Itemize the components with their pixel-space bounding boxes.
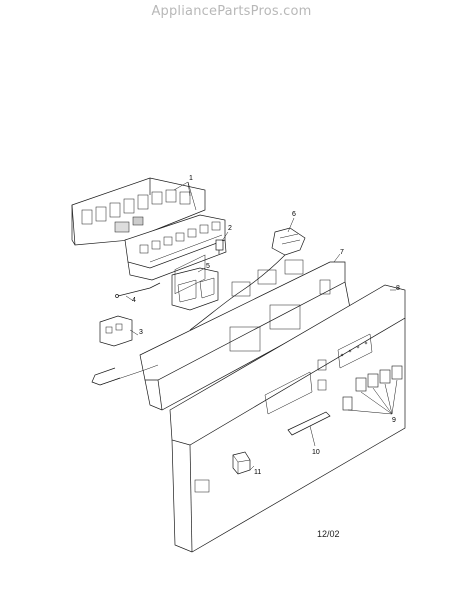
- callout-9: 9: [392, 417, 396, 424]
- part-1-board-housing: [71, 177, 206, 246]
- callout-4: 4: [132, 297, 136, 304]
- part-6-harness: [189, 227, 306, 331]
- part-9-buttons: [342, 365, 403, 411]
- callout-5: 5: [206, 263, 210, 270]
- callout-2: 2: [228, 225, 232, 232]
- part-3-switch: [99, 315, 133, 347]
- callout-1: 1: [189, 175, 193, 182]
- part-4-wire: [115, 282, 161, 298]
- part-5-bracket: [171, 267, 219, 311]
- date-code: 12/02: [317, 529, 340, 539]
- callout-3: 3: [139, 329, 143, 336]
- part-11-knob: [232, 451, 251, 475]
- part-2-clip: [215, 239, 224, 254]
- callout-6: 6: [292, 211, 296, 218]
- callout-8: 8: [396, 285, 400, 292]
- watermark-text: AppliancePartsPros.com: [151, 4, 312, 19]
- part-10-handle: [287, 411, 331, 436]
- part-7-frame: [91, 254, 351, 411]
- callout-7: 7: [340, 249, 344, 256]
- leader-lines: [125, 181, 398, 471]
- part-1-control-board: [124, 214, 227, 281]
- callout-11: 11: [254, 469, 261, 476]
- callout-10: 10: [312, 449, 320, 456]
- part-8-front-panel: [169, 284, 406, 553]
